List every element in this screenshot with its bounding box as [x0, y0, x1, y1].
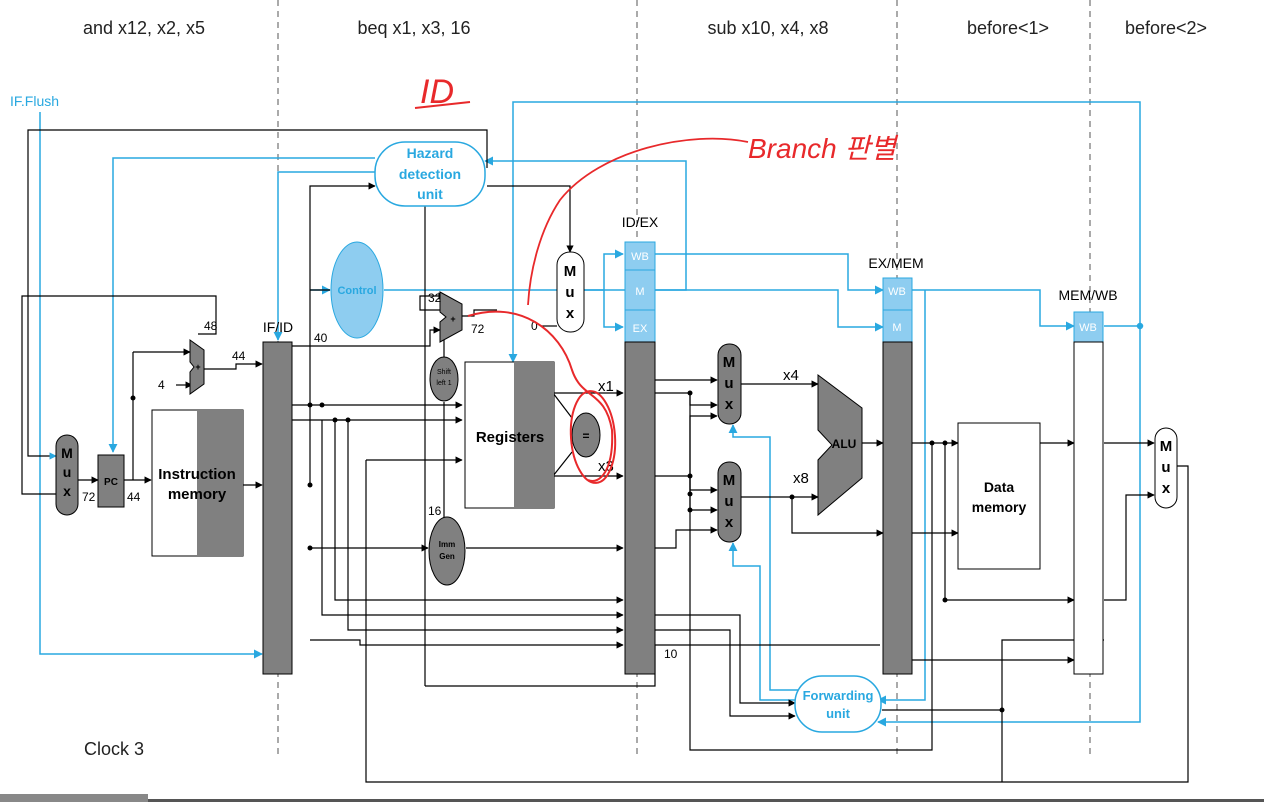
forwarding-line1: Forwarding: [803, 688, 874, 703]
stage-label-id: beq x1, x3, 16: [357, 18, 470, 38]
branch-adder: +: [439, 291, 463, 343]
pc-mux-m: M: [61, 445, 73, 461]
forwarding-unit: Forwarding unit: [794, 675, 882, 733]
alu-mux-b-m: M: [723, 472, 736, 489]
if-flush-label: IF.Flush: [10, 93, 59, 109]
pc-adder: +: [189, 339, 205, 395]
junction-dots: [130, 390, 1005, 713]
hazard-line1: Hazard: [407, 145, 454, 161]
program-counter: PC: [97, 454, 125, 508]
id-ex-label: ID/EX: [622, 214, 659, 230]
value-44-b: 44: [127, 490, 141, 504]
alu-mux-a-u: u: [724, 375, 733, 392]
stage-label-ex: sub x10, x4, x8: [707, 18, 828, 38]
id-ex-m: M: [635, 286, 644, 298]
stall-mux: M u x: [556, 251, 585, 333]
hazard-line3: unit: [417, 186, 443, 202]
stage-separators: [277, 0, 1091, 755]
stall-mux-u: u: [565, 284, 574, 301]
id-ex-wb: WB: [631, 251, 649, 263]
stall-mux-m: M: [564, 263, 577, 280]
value-72-a: 72: [82, 490, 96, 504]
pc-mux: M u x: [55, 434, 79, 516]
alu-mux-a-m: M: [723, 354, 736, 371]
ex-mem-register: WB M: [882, 277, 913, 675]
stage-label-if: and x12, x2, x5: [83, 18, 205, 38]
data-memory-line2: memory: [972, 499, 1027, 515]
branch-adder-plus: +: [450, 314, 455, 324]
hazard-detection-unit: Hazard detection unit: [374, 141, 486, 207]
shift-line2: left 1: [436, 380, 451, 387]
id-ex-register: WB M EX: [624, 241, 656, 675]
control-wires: [39, 101, 1144, 727]
ex-mem-wb: WB: [888, 286, 906, 298]
value-40: 40: [314, 331, 328, 345]
data-wires: [21, 129, 1189, 783]
register-file: Registers: [464, 361, 555, 509]
bottom-scrollbar[interactable]: [0, 794, 148, 802]
alu-mux-b-u: u: [724, 493, 733, 510]
value-10: 10: [664, 647, 678, 661]
equals-label: =: [582, 429, 589, 443]
value-48: 48: [204, 319, 218, 333]
handwritten-annotations: ID Branch 판별: [414, 73, 898, 484]
stage-label-mem: before<1>: [967, 18, 1049, 38]
alu-mux-a: M u x: [717, 343, 742, 425]
bottom-divider: [148, 799, 1264, 802]
control-unit: Control: [330, 241, 384, 339]
forwarding-line2: unit: [826, 706, 850, 721]
clock-label: Clock 3: [84, 739, 144, 759]
wb-mux-u: u: [1161, 459, 1170, 476]
alu-mux-a-x: x: [725, 396, 734, 413]
alu-label: ALU: [832, 437, 857, 451]
value-32: 32: [428, 291, 442, 305]
imm-gen-line2: Gen: [439, 552, 455, 561]
pc-adder-plus: +: [195, 362, 200, 372]
alu-mux-b: M u x: [717, 461, 742, 543]
value-4: 4: [158, 378, 165, 392]
if-id-label: IF/ID: [263, 319, 293, 335]
shift-line1: Shift: [437, 369, 451, 376]
value-x1: x1: [598, 378, 614, 395]
instruction-memory: Instruction memory: [151, 409, 244, 557]
imm-gen-unit: Imm Gen: [428, 516, 466, 586]
pc-mux-u: u: [63, 464, 72, 480]
value-44-a: 44: [232, 349, 246, 363]
value-x8: x8: [793, 470, 809, 487]
shift-left-unit: Shift left 1: [429, 356, 459, 402]
mem-wb-label: MEM/WB: [1058, 287, 1117, 303]
instruction-memory-line1: Instruction: [158, 466, 236, 483]
value-0: 0: [531, 319, 538, 333]
mem-wb-wb: WB: [1079, 322, 1097, 334]
hazard-line2: detection: [399, 166, 461, 182]
stall-mux-x: x: [566, 305, 575, 322]
value-72-b: 72: [471, 322, 485, 336]
registers-label: Registers: [476, 429, 544, 446]
wb-mux-m: M: [1160, 438, 1173, 455]
value-16: 16: [428, 504, 442, 518]
imm-gen-line1: Imm: [439, 540, 455, 549]
writeback-mux: M u x: [1154, 427, 1178, 509]
ex-mem-label: EX/MEM: [868, 255, 923, 271]
alu: ALU: [817, 374, 863, 517]
control-label: Control: [337, 285, 376, 297]
ex-mem-m: M: [892, 322, 901, 334]
stage-label-wb: before<2>: [1125, 18, 1207, 38]
annotation-branch: Branch 판별: [748, 133, 898, 164]
mem-wb-register: WB: [1073, 311, 1104, 675]
instruction-memory-line2: memory: [168, 486, 227, 503]
if-id-register: [262, 341, 293, 675]
data-memory-line1: Data: [984, 479, 1015, 495]
alu-mux-b-x: x: [725, 514, 734, 531]
data-memory: Data memory: [957, 422, 1041, 570]
equality-comparator: =: [571, 412, 601, 458]
value-x4: x4: [783, 367, 799, 384]
wb-mux-x: x: [1162, 480, 1171, 497]
id-ex-ex: EX: [633, 323, 648, 335]
pc-mux-x: x: [63, 483, 71, 499]
pc-label: PC: [104, 477, 118, 488]
